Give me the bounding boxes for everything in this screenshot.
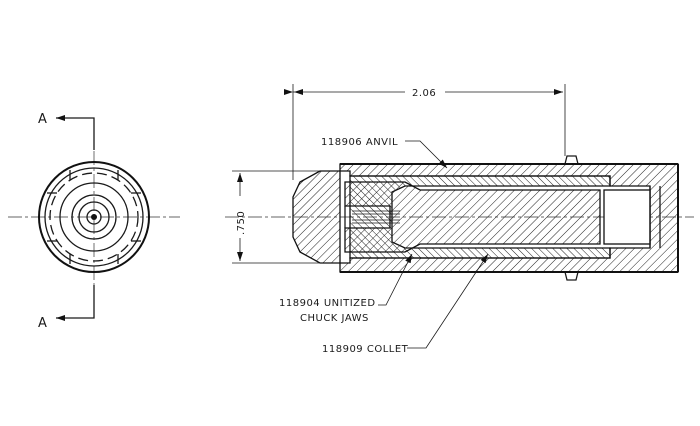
dimension-length: 2.06 <box>284 84 566 180</box>
end-view <box>8 128 180 310</box>
callout-anvil: 118906 ANVIL <box>321 137 448 169</box>
callout-collet: 118909 COLLET <box>322 253 489 355</box>
section-label-top: A <box>38 112 47 127</box>
callout-chuck-jaws: 118904 UNITIZED CHUCK JAWS <box>279 253 413 324</box>
section-label-bottom: A <box>38 316 47 331</box>
section-marker-bottom: A <box>38 285 95 331</box>
callout-anvil-label: 118906 ANVIL <box>321 137 398 148</box>
dimension-length-label: 2.06 <box>412 88 436 99</box>
chuck-jaws <box>344 181 601 253</box>
dimension-diameter-label: .750 <box>236 211 247 235</box>
callout-jaws-line1: 118904 UNITIZED <box>279 298 376 309</box>
section-view <box>225 155 694 281</box>
anvil-nose <box>292 170 341 264</box>
dimension-diameter: .750 <box>232 170 320 264</box>
callout-collet-label: 118909 COLLET <box>322 344 409 355</box>
callout-jaws-line2: CHUCK JAWS <box>300 313 369 324</box>
section-marker-top: A <box>38 112 95 150</box>
